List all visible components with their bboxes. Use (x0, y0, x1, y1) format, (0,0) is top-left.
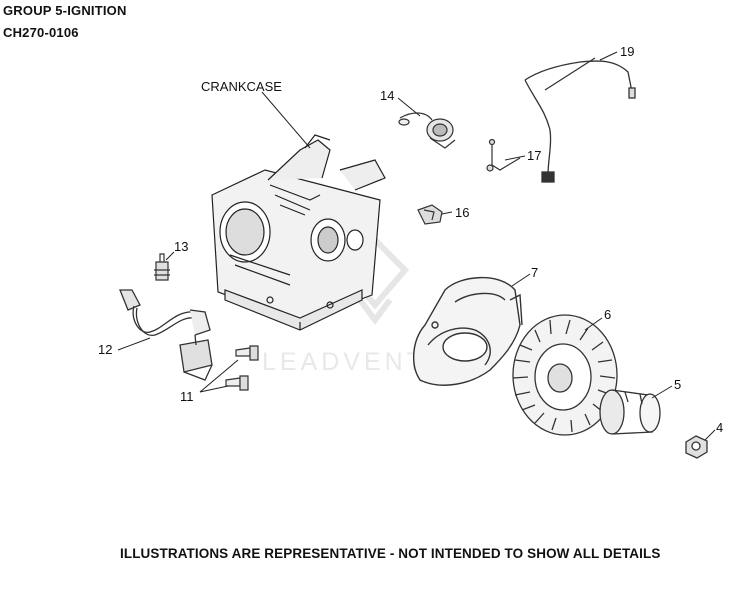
label-11: 11 (180, 389, 194, 404)
label-17: 17 (527, 148, 541, 163)
part-5-starter-cup[interactable] (599, 389, 661, 435)
leader-6 (584, 317, 603, 331)
part-12-ignition-coil[interactable] (119, 289, 213, 381)
label-14: 14 (380, 88, 394, 103)
part-14-switch[interactable] (398, 112, 456, 149)
leader-7 (511, 273, 531, 287)
part-6-flywheel[interactable] (512, 314, 618, 436)
part-7-charging-coil[interactable] (413, 276, 523, 386)
leader-14 (397, 97, 421, 117)
leader-12 (117, 337, 151, 351)
label-7: 7 (531, 265, 538, 280)
disclaimer-footer: ILLUSTRATIONS ARE REPRESENTATIVE - NOT I… (120, 546, 661, 561)
label-4: 4 (716, 420, 723, 435)
part-19-harness[interactable] (524, 57, 636, 183)
label-12: 12 (98, 342, 112, 357)
label-16: 16 (455, 205, 469, 220)
leader-19 (599, 51, 618, 61)
leader-16 (441, 211, 453, 215)
label-6: 6 (604, 307, 611, 322)
leader-11a (199, 359, 239, 393)
leader-11b (199, 385, 229, 393)
part-4-nut[interactable] (685, 435, 708, 459)
leader-13 (165, 251, 175, 261)
label-19: 19 (620, 44, 634, 59)
crankcase-part[interactable] (211, 134, 386, 331)
leader-4 (704, 429, 716, 441)
part-13-spark-plug[interactable] (154, 253, 170, 281)
group-title: GROUP 5-IGNITION (3, 3, 127, 18)
part-17-wire[interactable] (486, 138, 521, 172)
leader-17 (504, 155, 526, 161)
leader-5 (651, 385, 673, 399)
diagram-code: CH270-0106 (3, 25, 79, 40)
label-5: 5 (674, 377, 681, 392)
part-11-bolts[interactable] (225, 345, 259, 391)
label-13: 13 (174, 239, 188, 254)
leader-crankcase (261, 91, 311, 149)
part-16-module[interactable] (417, 204, 443, 225)
label-crankcase: CRANKCASE (201, 79, 282, 94)
